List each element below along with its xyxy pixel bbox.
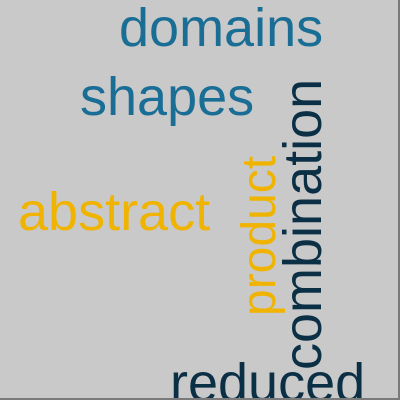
word-abstract: abstract [18,182,211,242]
word-shapes: shapes [80,67,255,127]
word-combination: combination [273,78,333,370]
word-reduced: reduced [170,353,366,400]
word-domains: domains [119,0,324,58]
